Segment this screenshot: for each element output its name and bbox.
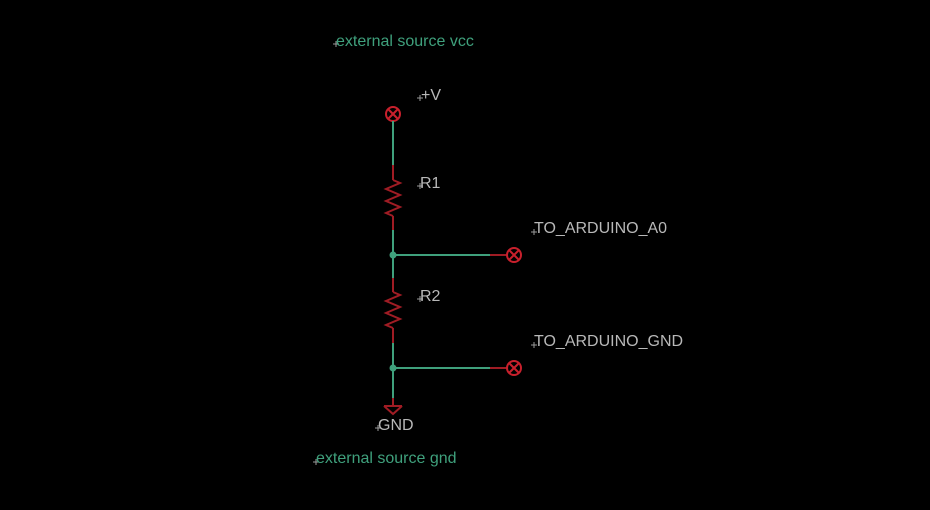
supply-label-text: +V [421, 87, 441, 104]
supply-label: +V [417, 87, 441, 104]
a0-connector[interactable] [490, 247, 522, 263]
note-gnd-text: external source gnd [316, 450, 457, 467]
supply-connector[interactable] [385, 106, 401, 122]
a0-label: TO_ARDUINO_A0 [531, 220, 667, 237]
note-gnd[interactable]: external source gnd [313, 450, 457, 467]
a0-pad[interactable] [506, 247, 522, 263]
resistor-r1-label: R1 [417, 175, 441, 192]
ground-symbol-icon[interactable] [383, 398, 403, 416]
ground-label-text: GND [378, 417, 414, 434]
a0-label-text: TO_ARDUINO_A0 [534, 220, 667, 237]
resistor-r2-label-text: R2 [420, 288, 441, 305]
resistor-r1[interactable] [383, 165, 403, 230]
ard-gnd-pad[interactable] [506, 360, 522, 376]
resistor-r2[interactable] [383, 278, 403, 343]
ard-gnd-label: TO_ARDUINO_GND [531, 333, 683, 350]
ard-gnd-label-text: TO_ARDUINO_GND [534, 333, 683, 350]
ard-gnd-connector[interactable] [490, 360, 522, 376]
note-vcc[interactable]: external source vcc [333, 33, 474, 50]
note-vcc-text: external source vcc [336, 33, 474, 50]
resistor-r1-label-text: R1 [420, 175, 441, 192]
ground-label: GND [375, 417, 414, 434]
resistor-r2-label: R2 [417, 288, 441, 305]
